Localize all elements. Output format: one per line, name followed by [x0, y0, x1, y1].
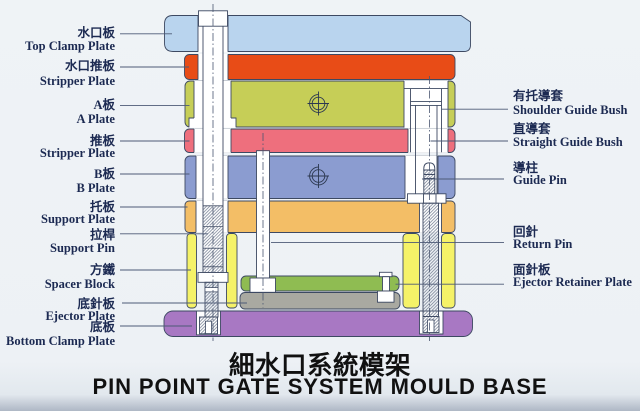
- plate-top-clamp: [164, 15, 471, 52]
- label-spacer-block-en: Spacer Block: [44, 277, 115, 291]
- plate-a: [184, 80, 456, 128]
- label-support-plate-en: Support Plate: [41, 212, 115, 226]
- label-ejector-retainer-plate-zh: 面針板: [513, 263, 551, 277]
- datum-symbol-b-plate: [307, 164, 329, 188]
- label-straight-guide-bush-zh: 直導套: [513, 122, 551, 136]
- spacer-block-left2: [226, 233, 238, 309]
- label-guide-pin-en: Guide Pin: [513, 173, 567, 187]
- datum-symbol-a-plate: [307, 91, 329, 116]
- label-stripper-plate-top-zh: 水口推板: [64, 59, 115, 73]
- label-shoulder-guide-bush-zh: 有托導套: [513, 89, 564, 103]
- label-stripper-plate-zh: 推板: [89, 134, 115, 148]
- label-stripper-plate-top-en: Stripper Plate: [39, 74, 115, 88]
- spacer-block-right2: [441, 233, 456, 309]
- leader-lines: [120, 33, 508, 327]
- label-guide-pin-zh: 導柱: [513, 161, 539, 175]
- label-shoulder-guide-bush-en: Shoulder Guide Bush: [513, 103, 628, 117]
- label-return-pin-zh: 回針: [513, 225, 539, 239]
- label-b-plate-zh: B板: [94, 167, 115, 181]
- label-bottom-clamp-plate-zh: 底板: [89, 320, 115, 334]
- label-ejector-plate-zh: 底針板: [77, 297, 115, 311]
- plate-b: [184, 155, 456, 199]
- label-top-clamp-plate-en: Top Clamp Plate: [25, 39, 115, 53]
- label-support-pin-en: Support Pin: [50, 241, 115, 255]
- label-support-plate-zh: 托板: [89, 200, 115, 214]
- label-ejector-plate-en: Ejector Plate: [45, 309, 115, 323]
- label-a-plate-en: A Plate: [76, 112, 115, 126]
- title-english: PIN POINT GATE SYSTEM MOULD BASE: [92, 373, 548, 399]
- label-spacer-block-zh: 方鐵: [89, 263, 115, 277]
- spacer-block-right: [402, 233, 420, 309]
- label-a-plate-zh: A板: [93, 98, 115, 112]
- return-pin-left: [249, 150, 276, 293]
- label-straight-guide-bush-en: Straight Guide Bush: [513, 134, 623, 149]
- label-stripper-plate-en: Stripper Plate: [39, 146, 115, 160]
- plate-bottom-clamp: [163, 310, 473, 337]
- centerlines: [212, 4, 430, 341]
- label-top-clamp-plate-zh: 水口板: [77, 26, 115, 40]
- spacer-block-left: [186, 233, 197, 309]
- ejector-pin: [377, 271, 395, 303]
- label-support-pin-zh: 拉桿: [89, 228, 115, 242]
- plate-ejector-retainer: [240, 275, 400, 292]
- plate-ejector: [239, 292, 401, 310]
- label-return-pin-en: Return Pin: [513, 237, 573, 251]
- label-ejector-retainer-plate-en: Ejector Retainer Plate: [513, 275, 632, 289]
- title-chinese: 細水口系統模架: [228, 351, 411, 380]
- label-b-plate-en: B Plate: [76, 181, 115, 195]
- plate-support: [184, 200, 456, 233]
- label-bottom-clamp-plate-en: Bottom Clamp Plate: [5, 334, 115, 348]
